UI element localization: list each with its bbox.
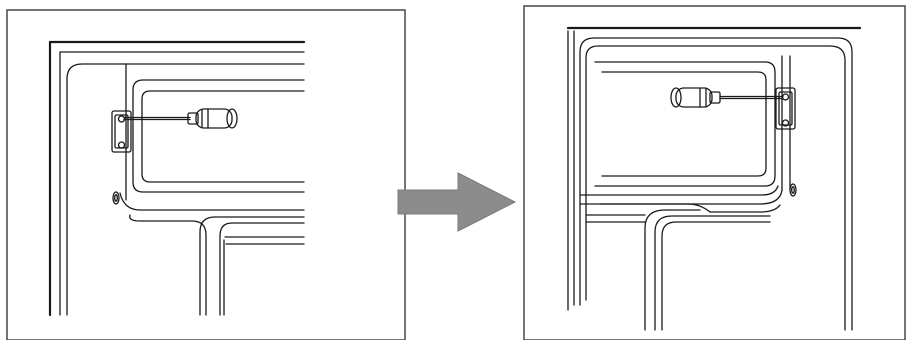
right-panel [523,5,906,340]
right-screwdriver [670,87,784,108]
right-bottom-trim [579,185,783,331]
right-inner-panel [594,61,776,187]
left-screwdriver [123,108,238,129]
left-bottom-trim [119,192,305,316]
left-inner-panel [132,79,305,193]
right-hinge-bracket [775,87,796,130]
right-panel-frame [523,5,906,340]
left-cabinet-outline [48,40,306,317]
right-mounting-hole [789,183,797,197]
right-cabinet-outline [566,26,862,331]
direction-arrow [397,172,517,232]
left-panel [6,9,406,340]
left-mounting-hole [112,191,120,205]
